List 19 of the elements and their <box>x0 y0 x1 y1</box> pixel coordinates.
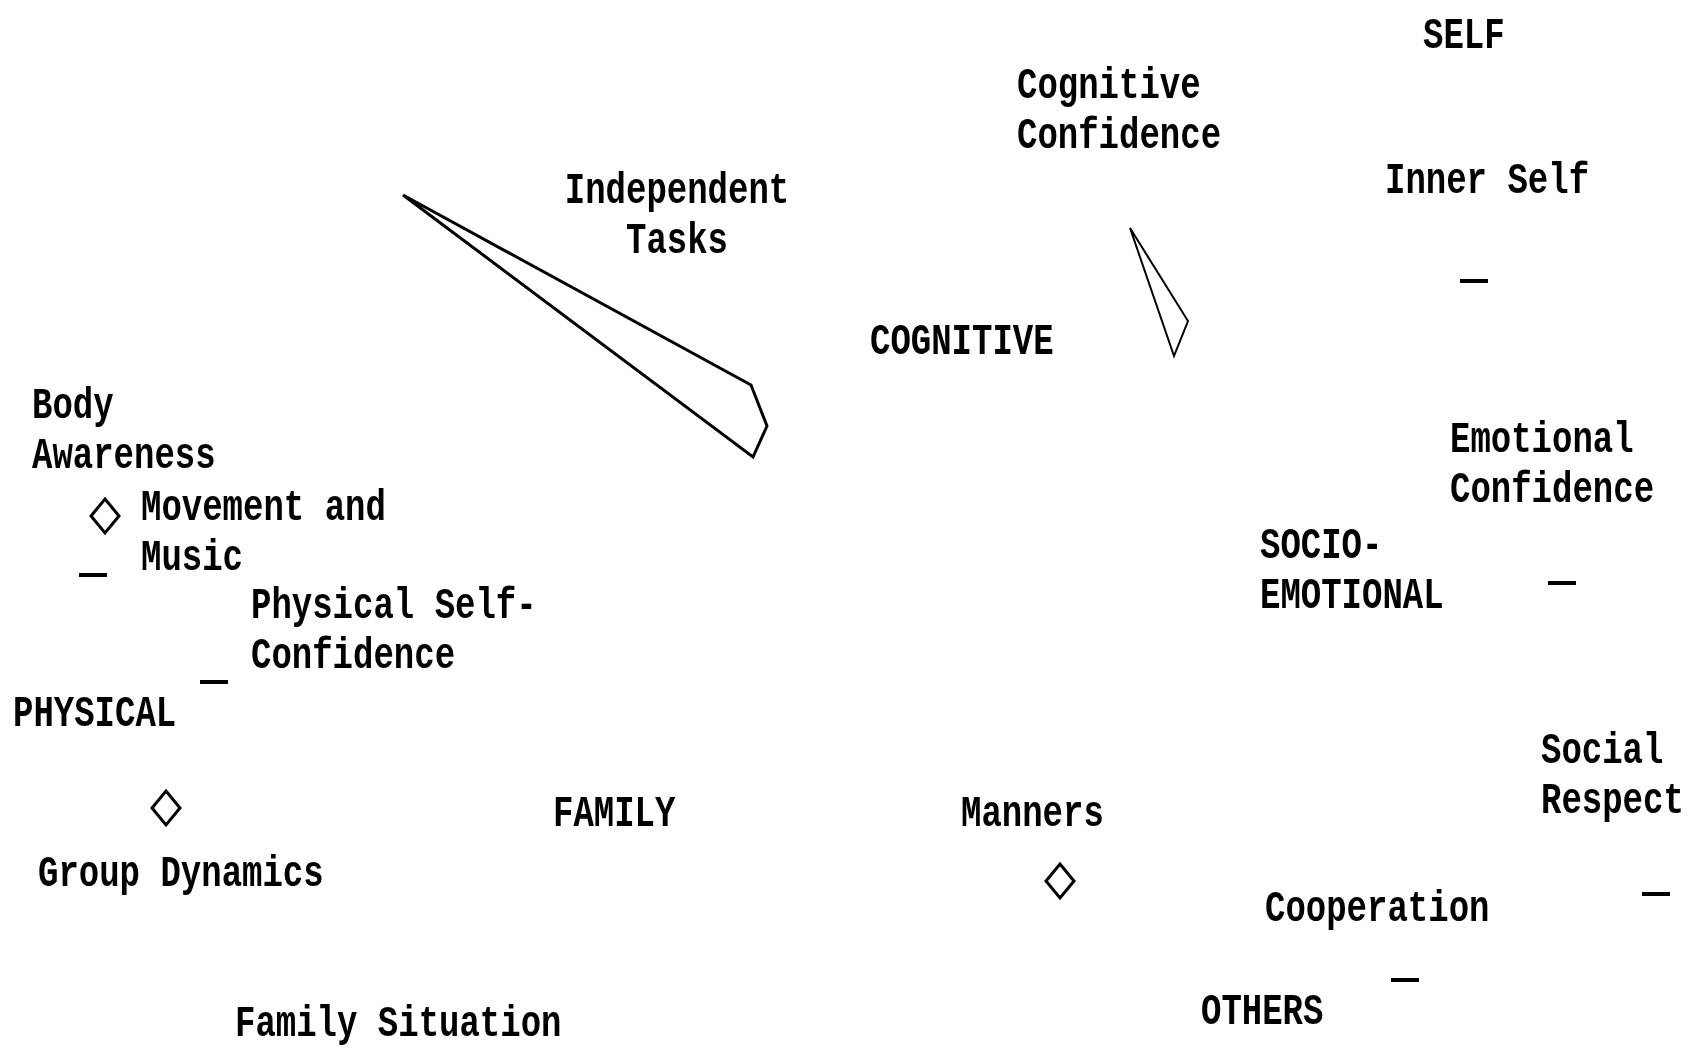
axis-label: COGNITIVE <box>870 318 1055 368</box>
axis-label: SOCIO-EMOTIONAL <box>1260 522 1445 621</box>
item-label: Emotional Confidence <box>1450 416 1656 515</box>
item-label: Body Awareness <box>32 382 217 481</box>
item-label: Independent Tasks <box>563 167 791 266</box>
item-label: Group Dynamics <box>38 850 325 900</box>
axis-label: SELF <box>1423 12 1506 62</box>
item-label: Social Respect <box>1541 727 1685 826</box>
item-label: Family Situation <box>235 1000 563 1050</box>
item-label: Cooperation <box>1265 885 1491 935</box>
item-label: Movement and Music <box>141 484 387 583</box>
axis-label: OTHERS <box>1201 988 1325 1038</box>
item-label: Physical Self-Confidence <box>251 582 538 681</box>
item-label: Cognitive Confidence <box>1017 62 1223 161</box>
axis-label: FAMILY <box>553 790 677 840</box>
wedge-shape <box>1129 227 1190 359</box>
item-label: Manners <box>961 790 1105 840</box>
item-label: Inner Self <box>1385 157 1591 207</box>
axis-label: PHYSICAL <box>13 690 178 740</box>
